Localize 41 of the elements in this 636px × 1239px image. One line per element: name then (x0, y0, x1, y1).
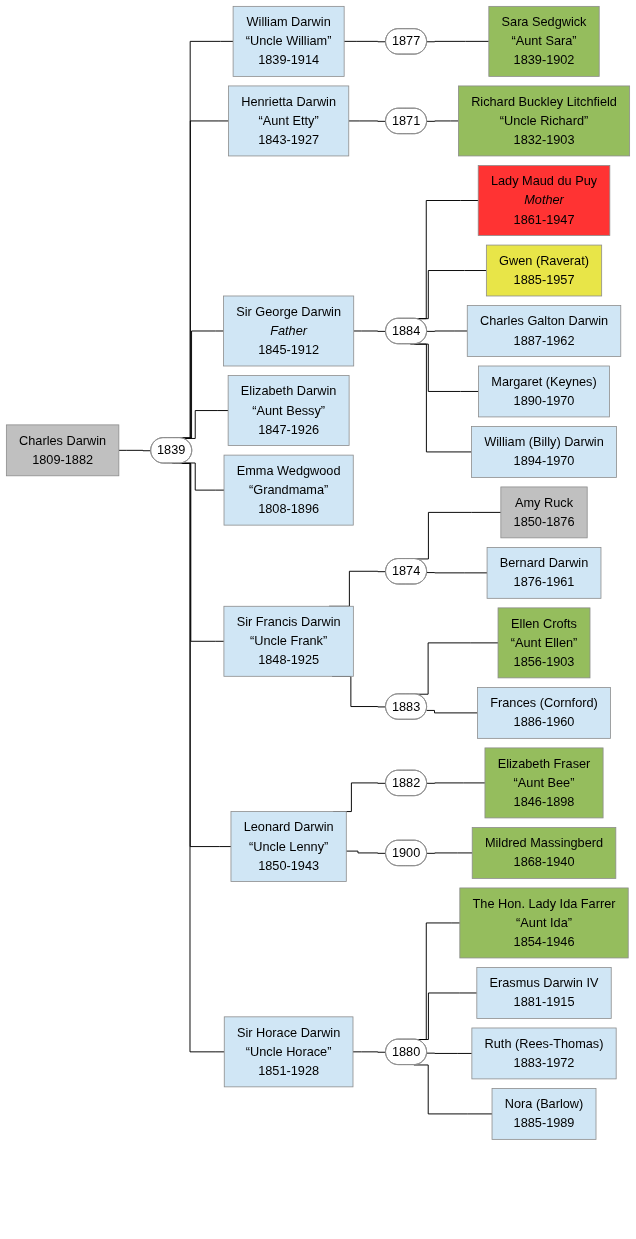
connector (426, 852, 473, 854)
node-box: Ellen Crofts “Aunt Ellen” 1856-1903 (497, 607, 591, 679)
node-box: Margaret (Keynes) 1890-1970 (478, 365, 610, 418)
node-box: Mildred Massingberd 1868-1940 (471, 827, 617, 879)
node-box: Erasmus Darwin IV 1881-1915 (476, 967, 612, 1019)
connector (426, 120, 459, 122)
connector (426, 40, 490, 43)
node-box: Nora (Barlow) 1885-1989 (491, 1088, 597, 1140)
connector (118, 449, 152, 452)
node-box: Henrietta Darwin “Aunt Etty” 1843-1927 (228, 85, 350, 157)
connector (426, 709, 478, 714)
node-box: William (Billy) Darwin 1894-1970 (471, 426, 617, 478)
node-box: The Hon. Lady Ida Farrer “Aunt Ida” 1854-1946 (459, 887, 629, 959)
connector (182, 462, 225, 491)
node-box: Sara Sedgwick “Aunt Sara” 1839-1902 (488, 5, 600, 77)
node-box: Charles Darwin 1809-1882 (5, 424, 120, 477)
node-box: Leonard Darwin “Uncle Lenny” 1850-1943 (230, 811, 347, 882)
node-box: Lady Maud du Puy Mother 1861-1947 (477, 165, 611, 236)
node-box: Bernard Darwin 1876-1961 (486, 547, 602, 599)
node-box: Sir Horace Darwin “Uncle Horace” 1851-1928 (223, 1016, 354, 1088)
connector (426, 572, 488, 574)
node-box: Gwen (Raverat) 1885-1957 (485, 244, 603, 297)
node-box: William Darwin “Uncle William” 1839-1914 (232, 5, 345, 77)
connector (426, 330, 468, 332)
node-box: Emma Wedgwood “Grandmama” 1808-1896 (223, 454, 354, 526)
node-box: Elizabeth Fraser “Aunt Bee” 1846-1898 (484, 747, 604, 819)
node-box: Charles Galton Darwin 1887-1962 (466, 305, 622, 357)
node-box: Sir George Darwin Father 1845-1912 (223, 295, 355, 367)
connector (343, 40, 387, 43)
node-box: Elizabeth Darwin “Aunt Bessy” 1847-1926 (227, 375, 350, 446)
node-box: Sir Francis Darwin “Uncle Frank” 1848-1925 (223, 605, 354, 677)
node-box: Amy Ruck 1850-1876 (500, 486, 588, 539)
connector (426, 1052, 473, 1054)
connector (345, 850, 387, 854)
connector (426, 782, 486, 784)
connector (352, 1051, 387, 1053)
connector (353, 330, 387, 332)
node-box: Frances (Cornford) 1886-1960 (477, 687, 611, 739)
node-box: Ruth (Rees-Thomas) 1883-1972 (471, 1027, 617, 1080)
connector (348, 120, 387, 122)
node-box: Richard Buckley Litchfield “Uncle Richard” 1832-1903 (458, 85, 631, 157)
